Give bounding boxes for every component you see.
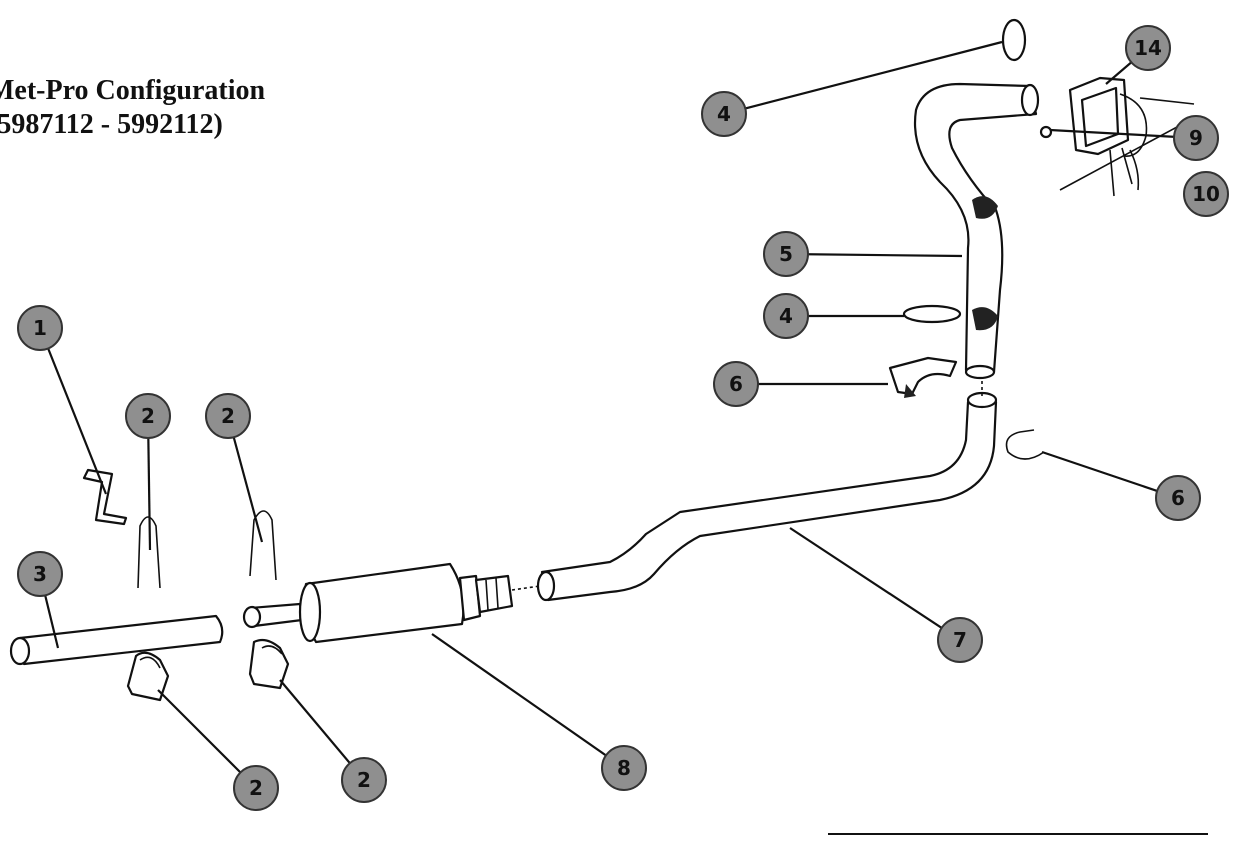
diagram-title: Met-Pro Configuration (5987112 - 5992112… bbox=[0, 74, 408, 142]
leader-line bbox=[785, 252, 963, 258]
leader-line bbox=[431, 633, 625, 769]
leader-line bbox=[723, 40, 1003, 116]
callout-c2c: 2 bbox=[157, 689, 279, 811]
leader-line bbox=[1041, 450, 1179, 500]
callout-circle bbox=[701, 91, 747, 137]
callout-c14: 14 bbox=[1105, 25, 1171, 85]
callout-number: 6 bbox=[729, 372, 743, 396]
callout-c8: 8 bbox=[431, 633, 647, 791]
title-line-2: (5987112 - 5992112) bbox=[0, 109, 223, 140]
callout-c2a: 2 bbox=[125, 393, 171, 551]
clamp-part-2-left bbox=[126, 651, 170, 702]
callout-c2b: 2 bbox=[205, 393, 264, 543]
callout-circle bbox=[713, 361, 759, 407]
callout-circle bbox=[205, 393, 251, 439]
callout-circle bbox=[1155, 475, 1201, 521]
callout-circle bbox=[1173, 115, 1219, 161]
callout-number: 2 bbox=[221, 404, 235, 428]
callout-c5: 5 bbox=[763, 231, 963, 277]
hanger-bracket-part-1 bbox=[82, 468, 128, 526]
callout-number: 14 bbox=[1134, 36, 1162, 60]
callout-c6a: 6 bbox=[713, 361, 888, 407]
callout-number: 4 bbox=[717, 102, 731, 126]
callout-circle bbox=[763, 293, 809, 339]
callout-c10: 10 bbox=[1183, 171, 1229, 217]
leader-line bbox=[38, 327, 108, 495]
leader-line bbox=[157, 689, 257, 789]
callout-c3: 3 bbox=[17, 551, 63, 649]
callout-circle bbox=[233, 765, 279, 811]
callout-circle bbox=[1183, 171, 1229, 217]
callout-circle bbox=[937, 617, 983, 663]
gasket-ring-part-4-top bbox=[1001, 18, 1027, 62]
callout-number: 2 bbox=[141, 404, 155, 428]
u-bolt-part-6-lower bbox=[1005, 429, 1045, 460]
callout-circle bbox=[125, 393, 171, 439]
callout-number: 4 bbox=[779, 304, 793, 328]
callout-circle bbox=[1125, 25, 1171, 71]
gasket-ring-part-4-middle bbox=[902, 304, 962, 324]
u-bolt-part-2-right bbox=[249, 510, 277, 581]
callout-c1: 1 bbox=[17, 305, 108, 495]
callout-number: 6 bbox=[1171, 486, 1185, 510]
callout-circle bbox=[341, 757, 387, 803]
leader-line bbox=[789, 527, 961, 641]
callout-number: 7 bbox=[953, 628, 967, 652]
callout-number: 9 bbox=[1189, 126, 1203, 150]
intermediate-pipe-part-7 bbox=[536, 378, 998, 602]
front-pipe-part-5 bbox=[913, 82, 1038, 380]
callout-number: 1 bbox=[33, 316, 47, 340]
callout-circle bbox=[17, 305, 63, 351]
clamp-part-2-right bbox=[248, 638, 290, 690]
muffler-part-8 bbox=[242, 562, 541, 644]
callout-number: 2 bbox=[249, 776, 263, 800]
callout-c4b: 4 bbox=[763, 293, 904, 339]
callout-number: 2 bbox=[357, 768, 371, 792]
callout-circle bbox=[763, 231, 809, 277]
callout-c7: 7 bbox=[789, 527, 983, 663]
callout-number: 3 bbox=[33, 562, 47, 586]
title-line-1: Met-Pro Configuration bbox=[0, 75, 266, 106]
callout-circle bbox=[17, 551, 63, 597]
leader-line bbox=[1049, 128, 1197, 140]
u-bolt-part-2-left bbox=[137, 516, 161, 589]
callout-number: 10 bbox=[1192, 182, 1220, 206]
clamp-part-6-upper bbox=[888, 356, 958, 398]
callout-number: 5 bbox=[779, 242, 793, 266]
callout-c4a: 4 bbox=[701, 40, 1003, 137]
callout-c6b: 6 bbox=[1041, 450, 1201, 521]
callout-circle bbox=[601, 745, 647, 791]
callout-number: 8 bbox=[617, 756, 631, 780]
callout-c2d: 2 bbox=[279, 679, 387, 803]
callout-c9: 9 bbox=[1049, 115, 1219, 161]
tailpipe-part-3 bbox=[9, 614, 224, 666]
